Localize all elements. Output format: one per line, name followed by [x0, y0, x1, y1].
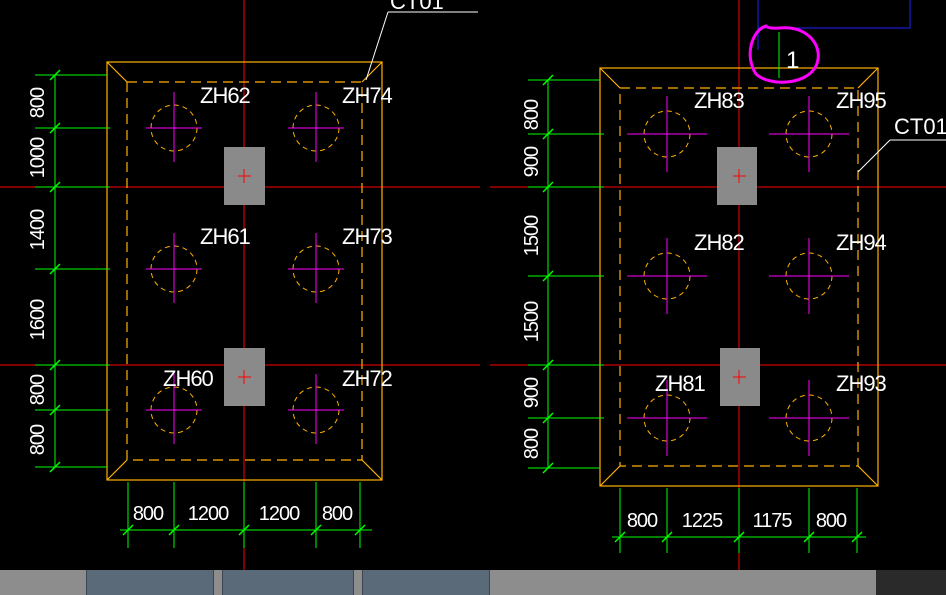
- cap-callout-label[interactable]: CT01: [390, 0, 444, 14]
- taskbar-corner-button[interactable]: [876, 570, 946, 595]
- markup-annotation[interactable]: 1: [748, 24, 820, 84]
- pile-zh72[interactable]: [288, 374, 344, 444]
- pile-label: ZH61: [200, 224, 251, 249]
- pile-zh61[interactable]: [146, 233, 202, 303]
- dim-label: 1500: [521, 301, 543, 342]
- dim-vertical-left-labels: 800 1000 1400 1600 800 800: [27, 87, 49, 455]
- pile-zh93[interactable]: [769, 380, 849, 456]
- pile-label: ZH72: [342, 366, 393, 391]
- dim-label: 800: [521, 428, 543, 459]
- pile-zh62[interactable]: [146, 92, 202, 162]
- dim-label: 900: [521, 146, 543, 177]
- cap-inner-dashed: [126, 81, 363, 461]
- markup-circle: [748, 24, 820, 84]
- dim-label: 1000: [27, 137, 49, 178]
- dim-horizontal-left: [120, 482, 372, 548]
- callout-leader: [365, 11, 478, 81]
- taskbar-thumbnail[interactable]: [86, 570, 214, 595]
- pile-zh83[interactable]: [627, 96, 707, 172]
- title-block-fragment: [757, 0, 911, 50]
- column-center-marks: [733, 169, 746, 384]
- cap-callout-label[interactable]: CT01: [894, 114, 946, 139]
- dim-label: 800: [27, 87, 49, 118]
- cap-corners: [106, 61, 383, 481]
- pile-zh74[interactable]: [288, 92, 344, 162]
- cap-outline: [106, 61, 383, 481]
- pile-label: ZH94: [836, 230, 887, 255]
- pile-group-left: [146, 92, 344, 444]
- dim-vertical-right-labels: 800 900 1500 1500 900 800: [521, 99, 543, 459]
- pile-zh60[interactable]: [146, 374, 202, 444]
- pile-label: ZH95: [836, 88, 887, 113]
- callout-leader: [857, 139, 946, 173]
- dim-label: 800: [27, 424, 49, 455]
- dim-label: 1400: [27, 209, 49, 250]
- dim-vertical-left: [35, 69, 110, 473]
- dim-label: 800: [627, 510, 658, 532]
- pile-cap-right[interactable]: ZH83 ZH95 ZH82 ZH94 ZH81 ZH93 CT01: [599, 67, 946, 487]
- pile-label: ZH62: [200, 83, 251, 108]
- pile-cap-left[interactable]: ZH62 ZH74 ZH61 ZH73 ZH60 ZH72 CT01: [106, 0, 478, 481]
- markup-number: 1: [786, 47, 799, 74]
- pile-zh95[interactable]: [769, 96, 849, 172]
- cap-inner-dashed: [619, 87, 859, 467]
- dim-label: 800: [133, 503, 164, 525]
- dim-label: 1200: [259, 503, 300, 525]
- pile-label: ZH82: [694, 230, 745, 255]
- pile-label: ZH81: [655, 371, 706, 396]
- dim-label: 1200: [188, 503, 229, 525]
- pile-label: ZH83: [694, 88, 745, 113]
- column-center-marks: [238, 169, 251, 384]
- pile-zh94[interactable]: [769, 238, 849, 314]
- dim-label: 800: [816, 510, 847, 532]
- dim-horizontal-right-labels: 800 1225 1175 800: [627, 510, 848, 532]
- axis-lines: [0, 0, 946, 570]
- dim-horizontal-left-labels: 800 1200 1200 800: [133, 503, 354, 525]
- cap-corners: [599, 67, 879, 487]
- dim-horizontal-right: [612, 488, 866, 553]
- dim-label: 1600: [27, 299, 49, 340]
- dim-label: 900: [521, 377, 543, 408]
- dim-label: 1225: [682, 510, 723, 532]
- cap-outline: [599, 67, 879, 487]
- taskbar-thumbnail[interactable]: [362, 570, 490, 595]
- dim-vertical-right: [528, 74, 604, 474]
- pile-label: ZH93: [836, 371, 887, 396]
- pile-group-right: [627, 96, 849, 456]
- dim-label: 800: [521, 99, 543, 130]
- pile-label: ZH74: [342, 83, 393, 108]
- drawing-svg[interactable]: ZH62 ZH74 ZH61 ZH73 ZH60 ZH72 CT01 800 1…: [0, 0, 946, 570]
- pile-zh82[interactable]: [627, 238, 707, 314]
- pile-zh73[interactable]: [288, 233, 344, 303]
- dim-label: 800: [322, 503, 353, 525]
- pile-label: ZH73: [342, 224, 393, 249]
- pile-label: ZH60: [163, 366, 214, 391]
- dim-label: 1500: [521, 215, 543, 256]
- pile-zh81[interactable]: [627, 380, 707, 456]
- dim-label: 1175: [752, 510, 792, 532]
- taskbar-thumbnail[interactable]: [222, 570, 354, 595]
- dim-label: 800: [27, 374, 49, 405]
